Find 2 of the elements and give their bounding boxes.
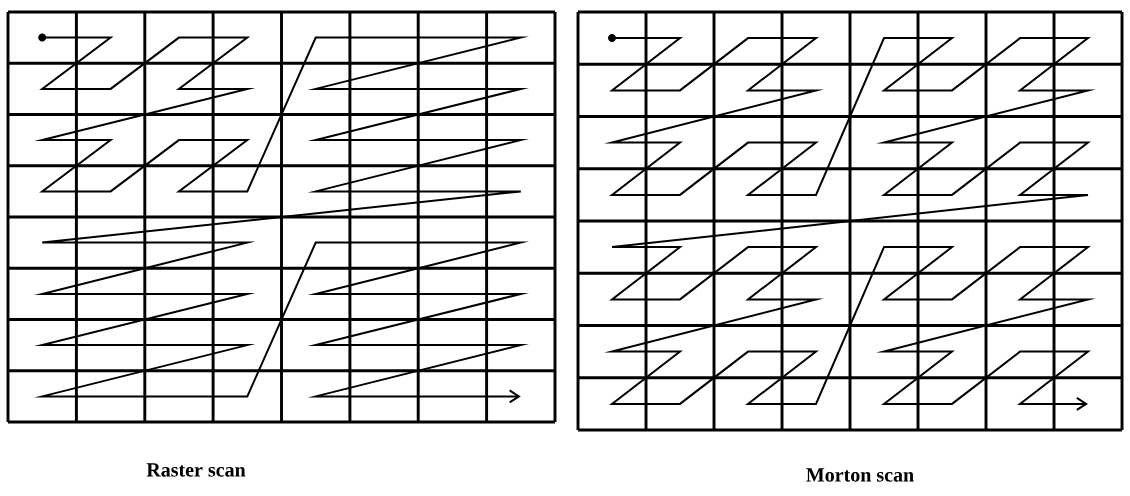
caption: Morton scan [806, 468, 914, 482]
caption: Raster scan [146, 463, 246, 477]
